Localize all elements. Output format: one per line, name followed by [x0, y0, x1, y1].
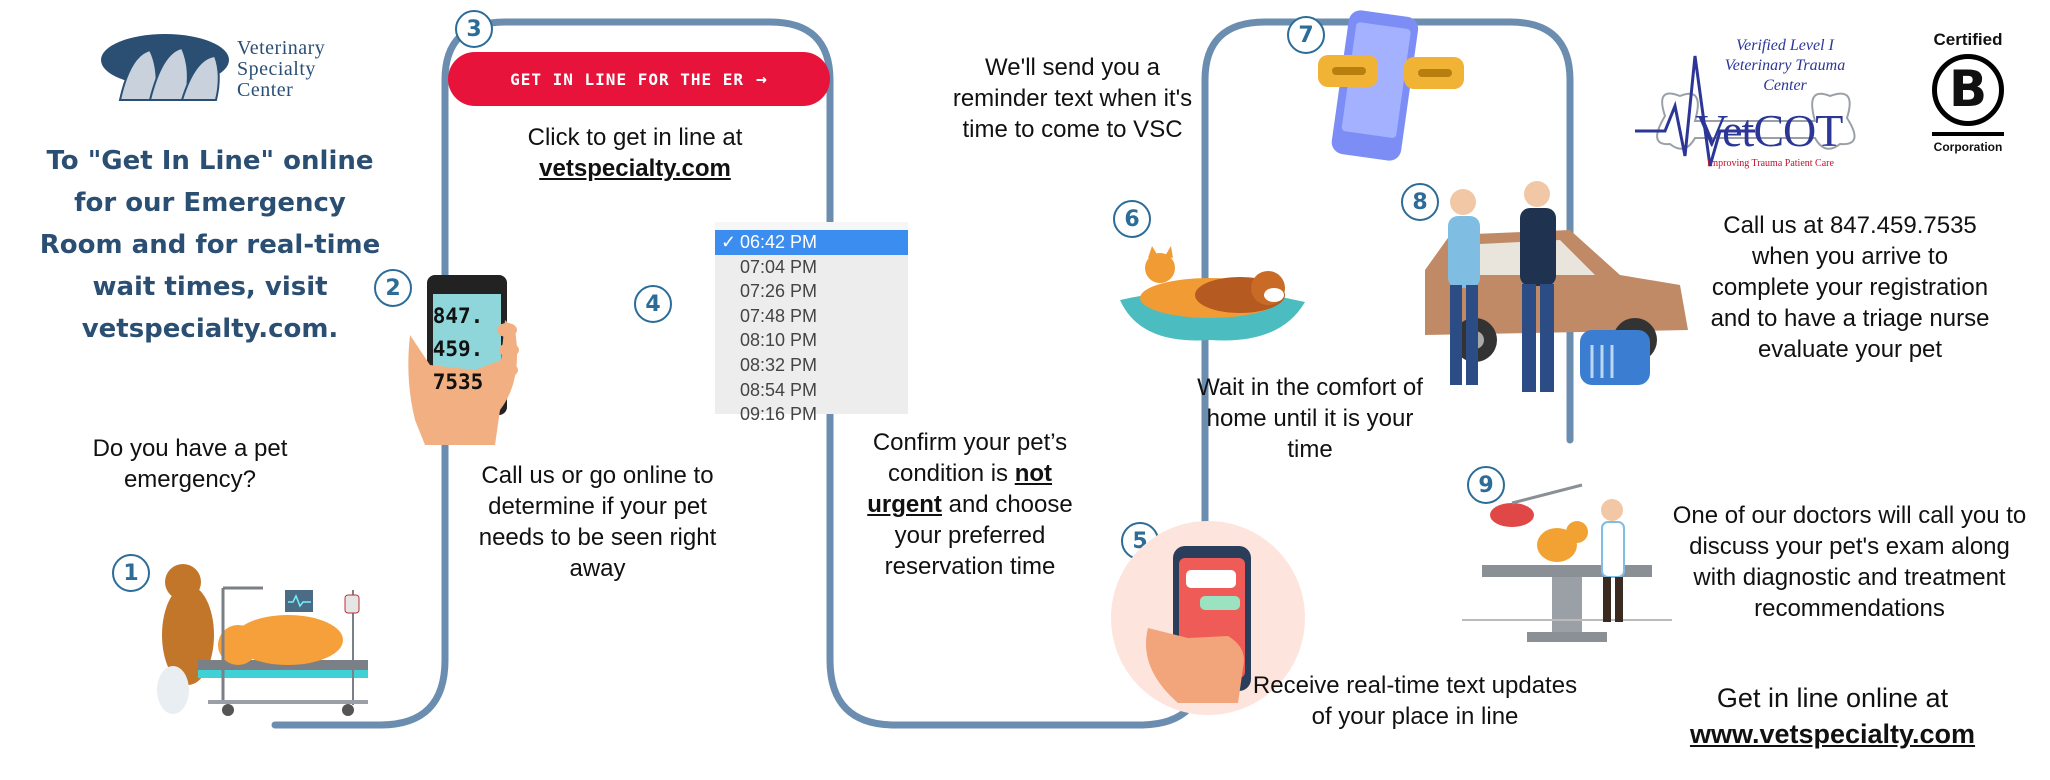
vsc-logo-mark-icon — [101, 34, 229, 101]
check-icon: ✓ — [721, 232, 737, 252]
brand-line-1: Veterinary — [237, 37, 326, 59]
step-6-number: 6 — [1113, 200, 1151, 238]
b-corp-corporation: Corporation — [1933, 140, 2003, 154]
brand-line-2: Specialty — [237, 58, 316, 80]
phone-line-3: 7535 — [432, 370, 484, 394]
vetcot-subtitle: Verified Level I Veterinary Trauma Cente… — [1724, 37, 1846, 94]
er-button-label: GET IN LINE FOR THE ER — [510, 69, 745, 89]
time-slot-selected[interactable]: ✓ 06:42 PM — [715, 230, 908, 255]
step-4-text-emphasis: not urgent — [867, 460, 1053, 518]
step-9-number: 9 — [1467, 466, 1505, 504]
step-3-text: Click to get in line at vetspecialty.com — [495, 122, 775, 184]
step-4-number: 4 — [634, 285, 672, 323]
time-slot[interactable]: 08:54 PM — [715, 378, 908, 403]
time-slot-label: 08:54 PM — [740, 379, 818, 400]
time-slot-label: 06:42 PM — [740, 232, 818, 252]
step-7-number: 7 — [1287, 16, 1325, 54]
doctor-exam-table-icon — [1462, 483, 1672, 642]
intro-lead: To "Get In Line" online for our Emergenc… — [39, 146, 381, 344]
vetcot-badge: Verified Level I Veterinary Trauma Cente… — [1635, 26, 1880, 171]
bottom-cta: Get in line online at www.vetspecialty.c… — [1660, 680, 2005, 752]
time-slot[interactable]: 08:10 PM — [715, 328, 908, 353]
step-9-text: One of our doctors will call you to disc… — [1672, 502, 2027, 622]
step-5-text: Receive real-time text updates of your p… — [1252, 672, 1578, 730]
b-corp-logo-icon: B — [1932, 54, 2004, 126]
time-slot-label: 08:32 PM — [740, 354, 818, 375]
time-slot-label: 09:16 PM — [740, 404, 818, 425]
intro-question: Do you have a pet emergency? — [92, 435, 288, 493]
time-slot-label: 08:10 PM — [740, 330, 818, 351]
step-2-number: 2 — [374, 269, 412, 307]
vetspecialty-link[interactable]: vetspecialty.com — [539, 155, 731, 182]
vsc-logo: Veterinary Specialty Center — [100, 30, 365, 110]
phone-number-display: 847. 459. 7535 — [432, 300, 484, 399]
time-slot[interactable]: 07:48 PM — [715, 304, 908, 329]
step-4-text-after: and choose your preferred reservation ti… — [884, 491, 1073, 580]
phone-reminder-text-icon — [1318, 10, 1464, 161]
sick-pets-hospital-bed-icon — [157, 564, 368, 716]
bottom-cta-text: Get in line online at — [1716, 683, 1949, 713]
owners-arrive-car-icon — [1425, 181, 1688, 392]
b-corp-badge: Certified B Corporation — [1918, 30, 2018, 170]
step-3-prefix: Click to get in line at — [527, 124, 743, 151]
phone-in-hand-icon — [408, 275, 519, 445]
resting-pets-cushion-icon — [1120, 246, 1305, 341]
time-slot[interactable]: 08:32 PM — [715, 353, 908, 378]
b-corp-rule — [1932, 132, 2004, 136]
step-3-number: 3 — [455, 10, 493, 48]
time-slot-label: 07:04 PM — [740, 256, 818, 277]
bottom-cta-link[interactable]: www.vetspecialty.com — [1689, 719, 1976, 749]
vetcot-bone-logo-icon — [1635, 55, 1856, 167]
step-8-number: 8 — [1401, 183, 1439, 221]
reservation-time-list[interactable]: ✓ 06:42 PM 07:04 PM 07:26 PM 07:48 PM 08… — [715, 222, 908, 424]
b-corp-certified: Certified — [1933, 30, 2003, 49]
vetcot-name: VetCOT — [1695, 105, 1843, 156]
time-slot-label: 07:48 PM — [740, 305, 818, 326]
phone-line-1: 847. — [432, 304, 484, 328]
step-4-text-before: Confirm your pet’s condition is — [872, 429, 1068, 487]
step-4-text: Confirm your pet’s condition is not urge… — [855, 427, 1085, 582]
time-slot-label: 07:26 PM — [740, 281, 818, 302]
step-8-text: Call us at 847.459.7535 when you arrive … — [1710, 212, 1990, 363]
phone-line-2: 459. — [432, 337, 484, 361]
get-in-line-er-button[interactable]: GET IN LINE FOR THE ER → — [448, 52, 830, 106]
phone-text-updates-icon — [1111, 521, 1305, 715]
step-2-text: Call us or go online to determine if you… — [478, 462, 717, 582]
time-list-top-edge — [715, 222, 908, 230]
brand-line-3: Center — [237, 79, 294, 101]
step-1-number: 1 — [112, 554, 150, 592]
step-7-text: We'll send you a reminder text when it's… — [952, 54, 1193, 143]
time-slot[interactable]: 09:16 PM — [715, 402, 908, 427]
time-slot[interactable]: 07:26 PM — [715, 279, 908, 304]
time-slot[interactable]: 07:04 PM — [715, 255, 908, 280]
step-6-text: Wait in the comfort of home until it is … — [1197, 374, 1423, 463]
vetcot-tagline: Improving Trauma Patient Care — [1707, 158, 1834, 169]
arrow-right-icon: → — [756, 68, 768, 90]
